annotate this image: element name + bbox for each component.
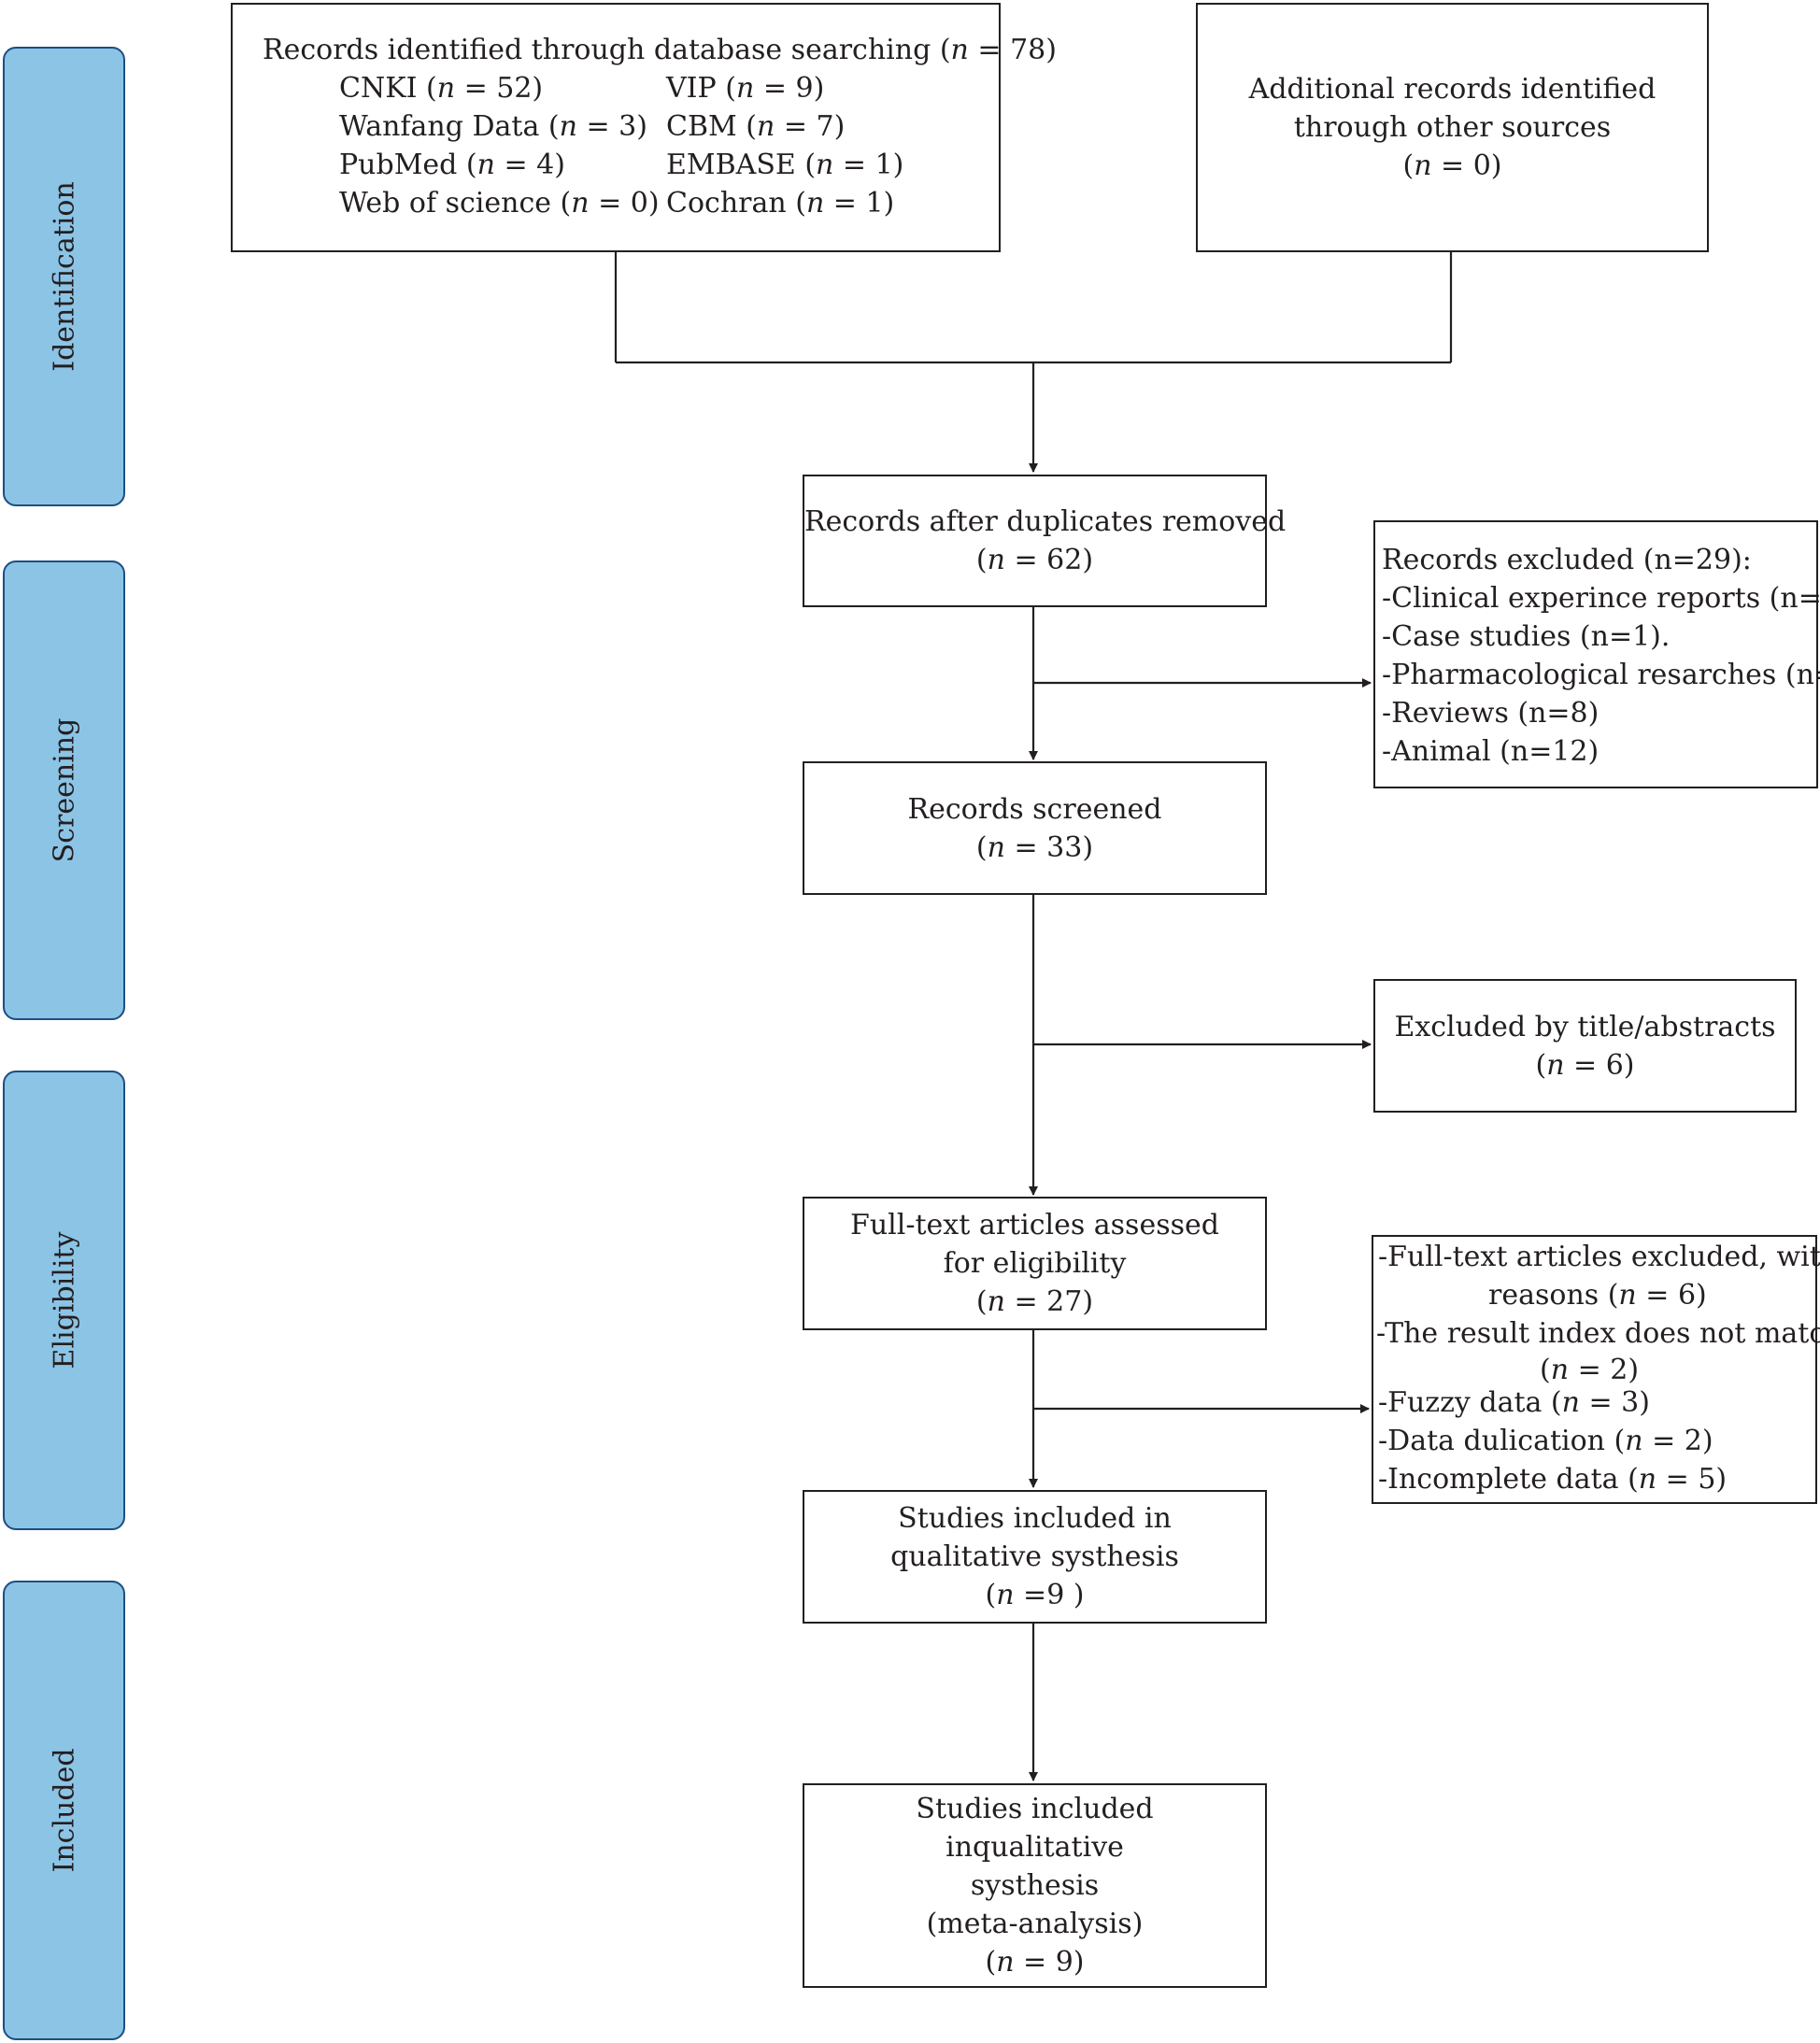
fulltext-excluded-index-mismatch-count: (n = 2) (1540, 1354, 1640, 1386)
duplicates-removed-line1: Records after duplicates removed (804, 505, 1287, 538)
records-excluded-item: -Reviews (n=8) (1382, 697, 1600, 730)
fulltext-assessed-count: (n = 27) (975, 1285, 1094, 1318)
meta-analysis-line4: (meta-analysis) (926, 1908, 1144, 1940)
fulltext-excluded-reasons: reasons (n = 6) (1488, 1279, 1707, 1312)
excluded-title-line1: Excluded by title/abstracts (1394, 1010, 1776, 1043)
other-sources-count: (n = 0) (1402, 149, 1502, 182)
qualitative-line1: Studies included in (898, 1502, 1172, 1535)
records-excluded-item: -Clinical experince reports (n=1) (1382, 582, 1820, 615)
records-screened-line1: Records screened (907, 792, 1162, 826)
fulltext-assessed-line1: Full-text articles assessed (850, 1209, 1219, 1241)
source-embase: EMBASE (n = 1) (666, 149, 904, 181)
qualitative-line2: qualitative systhesis (890, 1540, 1179, 1573)
records-excluded-item: -Pharmacological resarches (n=7) (1382, 659, 1820, 691)
box-meta-analysis: Studies included inqualitative systhesis… (803, 1783, 1267, 1988)
box-records-excluded: Records excluded (n=29): -Clinical exper… (1373, 520, 1820, 788)
stage-included: Included (3, 1581, 125, 2040)
box-records-screened: Records screened (n = 33) (803, 761, 1267, 895)
meta-analysis-line1: Studies included (916, 1793, 1154, 1825)
meta-analysis-line2: inqualitative (946, 1831, 1124, 1864)
records-excluded-title: Records excluded (n=29): (1382, 544, 1752, 576)
fulltext-excluded-index-mismatch: -The result index does not match (1376, 1317, 1820, 1350)
source-wanfang: Wanfang Data (n = 3) (339, 110, 647, 143)
fulltext-excluded-fuzzy-data: -Fuzzy data (n = 3) (1378, 1386, 1650, 1419)
fulltext-excluded-incomplete: -Incomplete data (n = 5) (1378, 1463, 1728, 1496)
records-excluded-item: -Case studies (n=1). (1382, 620, 1671, 653)
stage-screening: Screening (3, 560, 125, 1020)
meta-analysis-count: (n = 9) (985, 1946, 1085, 1979)
other-sources-line1: Additional records identified (1248, 73, 1656, 106)
duplicates-removed-count: (n = 62) (975, 544, 1094, 576)
fulltext-assessed-line2: for eligibility (943, 1247, 1127, 1280)
box-duplicates-removed: Records after duplicates removed (n = 62… (803, 475, 1287, 607)
box-database-search: Records identified through database sear… (231, 3, 1057, 252)
excluded-title-count: (n = 6) (1535, 1048, 1635, 1082)
source-web-of-science: Web of science (n = 0) (339, 187, 660, 220)
fulltext-excluded-duplication: -Data dulication (n = 2) (1378, 1425, 1713, 1457)
box-other-sources: Additional records identified through ot… (1196, 3, 1709, 252)
db-search-title: Records identified through database sear… (263, 34, 1057, 66)
records-screened-count: (n = 33) (975, 830, 1094, 864)
records-excluded-item: -Animal (n=12) (1382, 735, 1600, 768)
box-fulltext-assessed: Full-text articles assessed for eligibil… (803, 1197, 1267, 1330)
stage-eligibility: Eligibility (3, 1071, 125, 1530)
box-qualitative-synthesis: Studies included in qualitative systhesi… (803, 1490, 1267, 1624)
source-vip: VIP (n = 9) (666, 72, 825, 105)
box-fulltext-excluded: -Full-text articles excluded, with reaso… (1372, 1235, 1820, 1504)
source-pubmed: PubMed (n = 4) (339, 149, 565, 181)
other-sources-line2: through other sources (1293, 111, 1612, 144)
stage-identification: Identification (3, 47, 125, 506)
source-cbm: CBM (n = 7) (666, 110, 846, 143)
meta-analysis-line3: systhesis (970, 1869, 1100, 1902)
source-cochran: Cochran (n = 1) (666, 187, 895, 220)
qualitative-count: (n =9 ) (985, 1579, 1085, 1611)
box-excluded-title-abstracts: Excluded by title/abstracts (n = 6) (1373, 979, 1797, 1113)
source-cnki: CNKI (n = 52) (339, 72, 544, 105)
fulltext-excluded-line1: -Full-text articles excluded, with (1378, 1241, 1820, 1273)
